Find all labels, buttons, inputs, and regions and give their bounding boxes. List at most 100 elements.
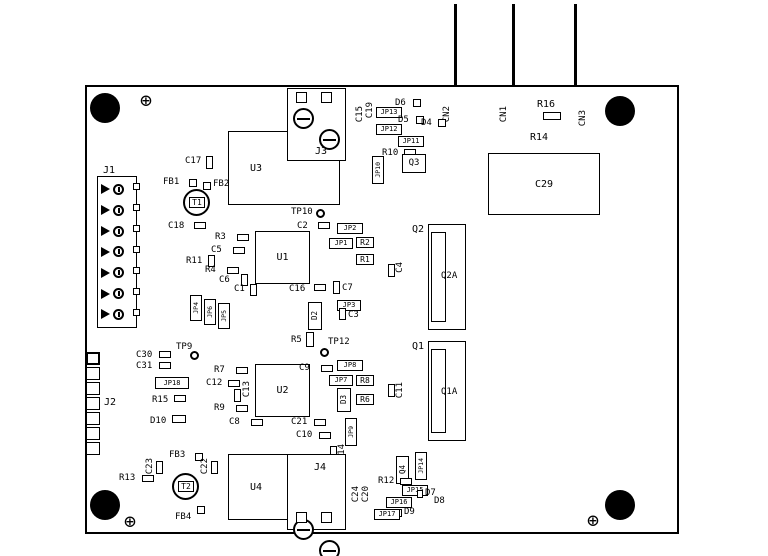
label-c21: C21 bbox=[291, 417, 308, 427]
mounting-hole bbox=[90, 490, 120, 520]
capacitor-c16 bbox=[314, 284, 326, 291]
label-r12: R12 bbox=[378, 476, 395, 486]
label-c9: C9 bbox=[299, 363, 310, 373]
label-c11: C11 bbox=[395, 382, 405, 410]
resistor-r2: R2 bbox=[356, 237, 374, 248]
j1-pad bbox=[133, 267, 140, 274]
j3-screw-terminal bbox=[293, 108, 314, 129]
resistor-r3 bbox=[237, 234, 249, 241]
fiducial-crosshair-icon: ⊕ bbox=[124, 509, 137, 533]
ferrite-fb3 bbox=[195, 453, 203, 461]
capacitor-c21 bbox=[314, 419, 326, 426]
j1-pad bbox=[133, 183, 140, 190]
resistor-r6: R6 bbox=[356, 394, 374, 405]
pin-arrow-icon bbox=[101, 309, 110, 320]
capacitor-c1 bbox=[250, 284, 257, 296]
label-c22: C22 bbox=[200, 458, 210, 486]
j1-pin-row bbox=[101, 246, 133, 258]
jp4-text: JP4 bbox=[191, 302, 200, 314]
connector-j2 bbox=[86, 352, 100, 455]
label-q1: Q1 bbox=[412, 341, 425, 352]
capacitor-c17 bbox=[206, 156, 213, 169]
label-r5: R5 bbox=[291, 335, 302, 345]
jumper-jp13: JP13 bbox=[376, 107, 402, 118]
ferrite-fb1 bbox=[189, 179, 197, 187]
d3-text: D3 bbox=[339, 395, 349, 405]
label-c4: C4 bbox=[395, 262, 405, 290]
mounting-hole bbox=[605, 96, 635, 126]
jumper-jp2: JP2 bbox=[337, 223, 363, 234]
resistor-r1: R1 bbox=[356, 254, 374, 265]
j1-pin-row bbox=[101, 225, 133, 237]
j2-pad bbox=[86, 367, 100, 380]
cn2-pin bbox=[454, 4, 457, 140]
label-t2: T2 bbox=[178, 481, 194, 492]
resistor-r16 bbox=[543, 112, 561, 120]
cn1-text: CN1 bbox=[499, 106, 509, 123]
connector-j1 bbox=[97, 176, 140, 328]
ic-u1: U1 bbox=[255, 231, 310, 284]
label-c1: C1 bbox=[234, 284, 245, 294]
capacitor-c23 bbox=[156, 461, 163, 474]
j1-pad bbox=[133, 288, 140, 295]
capacitor-c9 bbox=[321, 365, 333, 372]
j1-pad bbox=[133, 309, 140, 316]
q2a-tab bbox=[431, 232, 446, 322]
j1-pin-row bbox=[101, 204, 133, 216]
testpoint-tp10 bbox=[316, 209, 325, 218]
connector-pin bbox=[113, 225, 124, 237]
label-c5: C5 bbox=[211, 245, 222, 255]
capacitor-c2 bbox=[318, 222, 330, 229]
label-fb4: FB4 bbox=[175, 512, 192, 522]
resistor-r13 bbox=[142, 475, 154, 482]
label-r3: R3 bbox=[215, 232, 226, 242]
diode-d10 bbox=[172, 415, 186, 423]
ic-u2: U2 bbox=[255, 364, 310, 417]
jumper-jp15: JP15 bbox=[402, 485, 428, 496]
ic-u3: U3 bbox=[228, 131, 340, 205]
label-cn1: CN1 bbox=[499, 106, 509, 140]
j4-pad bbox=[296, 512, 307, 523]
ferrite-fb4 bbox=[197, 506, 205, 514]
connector-pin bbox=[113, 288, 124, 300]
resistor-r9 bbox=[236, 405, 248, 412]
resistor-r12 bbox=[400, 478, 412, 485]
label-q1a: Q1A bbox=[441, 387, 458, 397]
j1-pin-row bbox=[101, 288, 133, 300]
jumper-jp5: JP5 bbox=[218, 303, 230, 329]
jp10-text: JP10 bbox=[373, 162, 382, 178]
label-cn3: CN3 bbox=[578, 110, 588, 144]
capacitor-c11 bbox=[388, 384, 395, 397]
testpoint-tp12 bbox=[320, 348, 329, 357]
label-r16: R16 bbox=[537, 99, 556, 110]
resistor-r11 bbox=[208, 255, 215, 267]
jp9-text: JP9 bbox=[346, 426, 355, 438]
label-c18: C18 bbox=[168, 221, 185, 231]
jp5-text: JP5 bbox=[219, 310, 228, 322]
resistor-r4 bbox=[227, 267, 239, 274]
label-c31: C31 bbox=[136, 361, 153, 371]
jumper-jp9: JP9 bbox=[345, 418, 357, 446]
pin-arrow-icon bbox=[101, 246, 110, 257]
label-fb1: FB1 bbox=[163, 177, 180, 187]
label-d8: D8 bbox=[434, 496, 445, 506]
pin-arrow-icon bbox=[101, 205, 110, 216]
label-tp9: TP9 bbox=[176, 342, 193, 352]
label-r4: R4 bbox=[205, 265, 216, 275]
label-c19: C19 bbox=[365, 102, 375, 134]
jumper-jp3: JP3 bbox=[337, 300, 361, 311]
label-c8: C8 bbox=[229, 417, 240, 427]
capacitor-c29: C29 bbox=[488, 153, 600, 215]
jumper-jp8: JP8 bbox=[337, 360, 363, 371]
jumper-jp6: JP6 bbox=[204, 299, 216, 325]
j2-pad bbox=[86, 382, 100, 395]
label-c3: C3 bbox=[348, 310, 359, 320]
label-fb2: FB2 bbox=[213, 179, 230, 189]
j4-screw-terminal bbox=[319, 540, 340, 556]
c11-text: C11 bbox=[395, 382, 405, 399]
pin-arrow-icon bbox=[101, 267, 110, 278]
label-c7: C7 bbox=[342, 283, 353, 293]
diode-d7 bbox=[417, 490, 423, 498]
testpoint-tp9 bbox=[190, 351, 199, 360]
